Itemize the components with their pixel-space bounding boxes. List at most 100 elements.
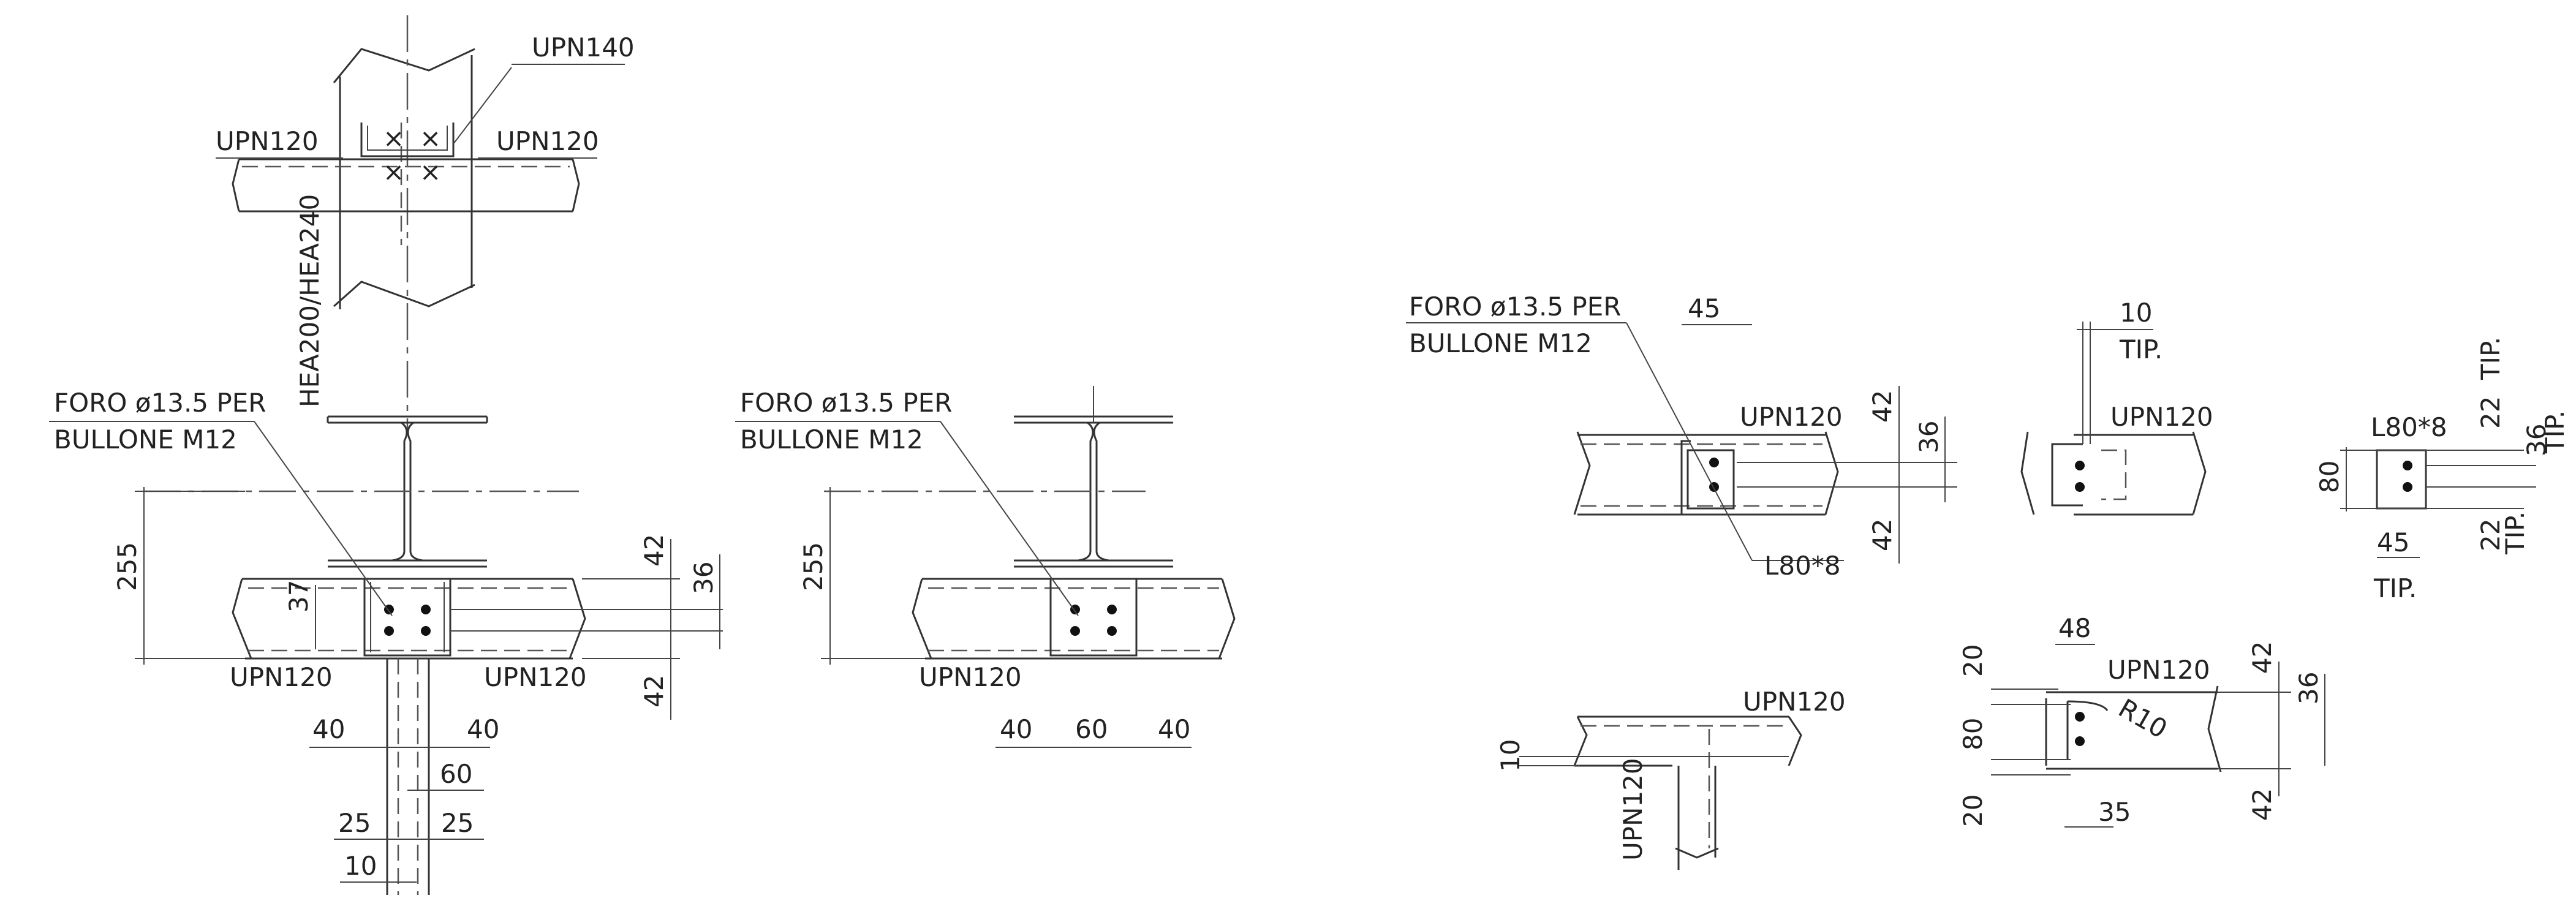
bolt-mark: × [420,123,441,153]
dim-10: 10 [1495,739,1525,772]
dim-25-left: 25 [338,808,371,838]
dim-10: 10 [2120,298,2152,328]
column-break-top [333,48,475,83]
label-foro-line1: FORO ø13.5 PER [54,388,266,418]
label-r10: R10 [2113,693,2172,744]
label-upn120: UPN120 [2107,655,2210,685]
dim-45: 45 [2377,527,2409,557]
dim-40-right: 40 [467,714,499,744]
angle-l80 [2376,449,2427,510]
label-upn120: UPN120 [919,662,1022,692]
dim-60: 60 [440,759,472,789]
bolt [1107,626,1117,636]
label-upn120-right: UPN120 [496,126,599,156]
dim-20-top: 20 [1958,644,1988,677]
detail-left-connection: FORO ø13.5 PER BULLONE M12 255 37 42 36 … [49,388,723,895]
dim-22-bottom: 22 [2476,519,2506,551]
dim-255: 255 [112,542,142,591]
bolt-mark: × [383,157,404,187]
beam-break-right [568,578,586,659]
column-break-bottom [333,281,475,308]
dim-60: 60 [1075,714,1108,744]
bolt [2075,712,2085,722]
beam-break-right [1218,578,1236,659]
detail-l80-connection: FORO ø13.5 PER BULLONE M12 L80*8 UPN120 … [1406,292,1957,581]
leader-foro [1626,322,1753,561]
dim-42-bottom: 42 [2247,788,2277,821]
bolt [1709,458,1719,467]
label-tip-bottom: TIP. [2500,511,2530,555]
detail-r10-plate: 20 80 20 48 UPN120 R10 42 36 42 35 [1958,613,2325,828]
upn140-channel [360,123,455,157]
dim-37: 37 [284,580,314,613]
angle-l80 [1686,449,1735,510]
label-tip-45: TIP. [2373,573,2417,603]
bolt [1070,626,1080,636]
ibeam-web-right [407,421,423,562]
dim-42-bottom: 42 [1867,519,1897,551]
bolt [2403,482,2412,492]
label-foro-line2: BULLONE M12 [1409,328,1592,358]
dim-10: 10 [344,851,377,881]
dim-36: 36 [1914,421,1944,453]
dim-42-top: 42 [1867,390,1897,423]
dim-40-left: 40 [312,714,345,744]
beam-break-left [232,578,252,659]
label-upn120-vertical: UPN120 [1618,758,1648,861]
label-hea-column: HEA200/HEA240 [295,194,325,407]
dim-36: 36 [2521,424,2551,456]
dim-40-right: 40 [1158,714,1190,744]
detail-second-connection: FORO ø13.5 PER BULLONE M12 255 UPN120 40… [735,386,1236,748]
dim-40-left: 40 [1000,714,1032,744]
leader-foro [940,421,1079,616]
leader-upn140 [453,67,512,145]
label-foro-line2: BULLONE M12 [54,424,237,455]
bolt [384,626,394,636]
bolt-mark: × [420,157,441,187]
ibeam-web-left [391,421,408,562]
beam-break-left [232,159,240,212]
dim-36: 36 [689,562,719,594]
label-tip-top: TIP. [2476,337,2506,380]
label-upn120: UPN120 [2110,402,2213,432]
label-l80: L80*8 [2371,412,2447,442]
label-foro-line1: FORO ø13.5 PER [1409,292,1621,322]
label-tip-right: TIP. [2540,410,2570,454]
connection-plate [1049,578,1138,657]
leader-foro [254,421,393,616]
label-upn120-right: UPN120 [484,662,587,692]
bolt [2075,736,2085,746]
dim-48: 48 [2058,613,2091,643]
bolt [2075,482,2085,492]
connection-plate [363,578,451,657]
beam-break-left [912,578,932,659]
label-upn140: UPN140 [532,32,635,62]
dim-20-bottom: 20 [1958,794,1988,827]
label-l80: L80*8 [1764,551,1841,581]
dim-42-top: 42 [639,534,669,567]
bolt [1107,605,1117,614]
label-upn120: UPN120 [1743,687,1846,717]
bolt-mark: × [383,123,404,153]
upn140-channel-inner [367,126,448,151]
dim-35: 35 [2098,797,2131,827]
label-upn120-left: UPN120 [230,662,333,692]
dim-42-bottom: 42 [639,675,669,707]
detail-top-column: × × × × UPN140 UPN120 UPN120 HEA200/HEA2… [216,15,635,429]
detail-l80-angle: 80 L80*8 22 TIP. 36 TIP. 22 TIP. 45 TIP. [2314,337,2570,603]
detail-corner-upn: 10 UPN120 UPN120 [1495,687,1846,870]
bolt [2075,461,2085,470]
detail-channel-clip: 10 TIP. UPN120 [2020,298,2213,516]
label-foro-line2: BULLONE M12 [740,424,923,455]
dim-22-top: 22 [2476,396,2506,429]
bolt [2403,461,2412,470]
label-tip: TIP. [2119,334,2162,364]
beam-break-right [572,159,580,212]
dim-25-right: 25 [441,808,474,838]
bolt [1709,482,1719,492]
dim-80: 80 [2314,461,2344,493]
dim-42-top: 42 [2247,641,2277,674]
dim-80: 80 [1958,718,1988,750]
